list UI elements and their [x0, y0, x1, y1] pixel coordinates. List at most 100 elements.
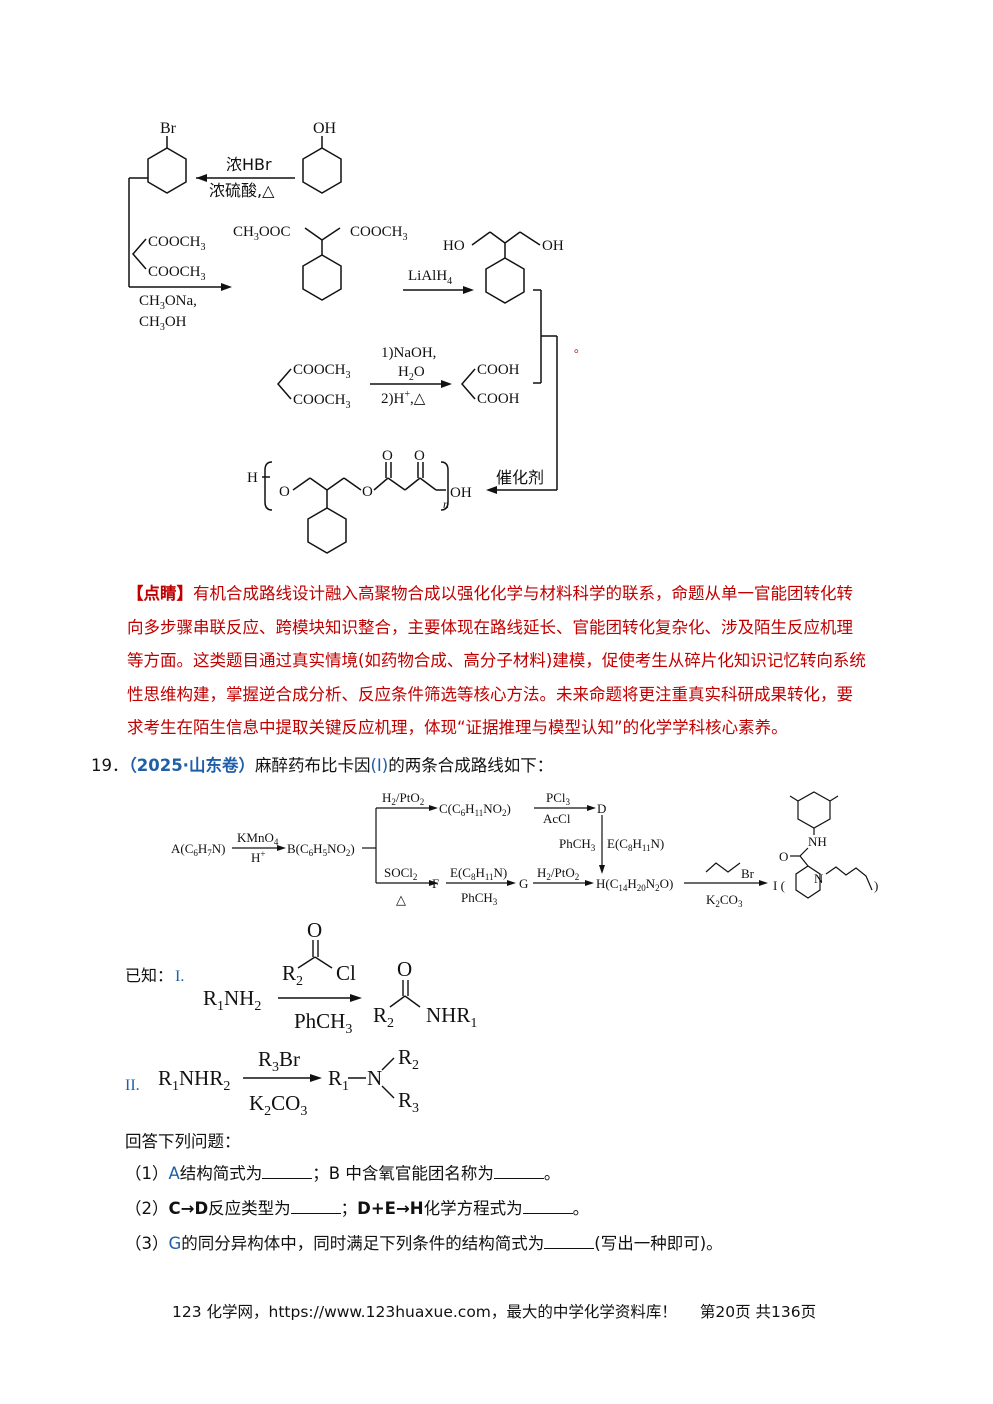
acyl-r2: R	[282, 961, 296, 985]
malonate-bottom: COOCH	[148, 264, 201, 280]
svg-text:H(C14H20N2O): H(C14H20N2O)	[596, 876, 673, 893]
question-1: （1）A结构简式为；B 中含氧官能团名称为。	[125, 1164, 561, 1183]
catalyst-label: 催化剂	[496, 468, 544, 487]
diol-oh: OH	[542, 238, 564, 254]
known-reactions: 已知： I. R1NH2 O Cl R2 PhCH3 O R2 NHR1 II.…	[125, 918, 477, 1119]
hbr-reagent: 浓HBr	[226, 155, 272, 174]
svg-text:R1NH2: R1NH2	[203, 986, 261, 1014]
svg-text:PCl3: PCl3	[546, 790, 571, 807]
k2co3: K	[706, 892, 716, 907]
question-source: （2025·山东卷）	[128, 756, 255, 775]
svg-text:K2CO3: K2CO3	[706, 892, 743, 909]
h2so4-reagent: 浓硫酸,△	[209, 181, 275, 200]
diol-ho: HO	[443, 238, 465, 254]
answer-blank-2[interactable]	[493, 1164, 544, 1179]
compound-a: A(C	[171, 841, 193, 856]
red-dot: 。	[574, 341, 586, 355]
diester-right: COOCH	[350, 224, 403, 240]
compound-f: F	[432, 876, 439, 891]
socl2: SOCl	[384, 865, 413, 880]
base-reagent-1-tail: ONa,	[165, 293, 197, 309]
n-r2: R	[398, 1045, 412, 1069]
amine-n: N	[367, 1066, 382, 1090]
oh-label: OH	[313, 120, 337, 137]
r3br: R	[258, 1047, 272, 1071]
amide-r2: R	[373, 1003, 387, 1027]
r1nhr2: R	[158, 1066, 172, 1090]
i-ring-n: N	[814, 871, 824, 886]
question-2: （2）C→D反应类型为；D+E→H化学方程式为。	[125, 1199, 590, 1218]
svg-text:PhCH3: PhCH3	[559, 836, 596, 853]
footer: 123 化学网，https://www.123huaxue.com，最大的中学化…	[172, 1300, 816, 1322]
svg-text:PhCH3: PhCH3	[294, 1009, 352, 1037]
scheme-2: A(C6H7N) KMnO4 H+ B(C6H5NO2) H2/PtO2 C(C…	[171, 790, 878, 909]
amide-nhr1: NHR	[426, 1003, 470, 1027]
acyl-o: O	[307, 918, 322, 942]
svg-text:R3: R3	[398, 1088, 419, 1116]
svg-text:H+: H+	[251, 849, 265, 865]
svg-text:R2: R2	[282, 961, 303, 989]
phch3: PhCH	[461, 890, 493, 905]
known-label: 已知：	[125, 966, 173, 985]
svg-text:R3Br: R3Br	[258, 1047, 300, 1075]
accl: AcCl	[543, 811, 571, 826]
r1nh2: R	[203, 986, 217, 1010]
compound-i: I (	[773, 878, 785, 893]
polymer-h: H	[247, 470, 258, 486]
compound-i-close: )	[874, 878, 878, 893]
svg-text:H2O: H2O	[398, 364, 425, 383]
svg-text:A(C6H7N): A(C6H7N)	[171, 841, 226, 858]
svg-text:COOCH3: COOCH3	[350, 224, 408, 243]
step-h2o: H	[398, 364, 409, 380]
polymer-o4: O	[414, 448, 425, 464]
known-ii-label: II.	[125, 1077, 140, 1094]
step-acid-tail: ,△	[410, 391, 426, 407]
compound-e-vert: E(C	[607, 836, 628, 851]
comment-line-4: 性思维构建，掌握逆合成分析、反应条件筛选等核心方法。未来命题将更注重真实科研成果…	[127, 684, 853, 704]
step-h2o-tail: O	[414, 364, 425, 380]
known-i-label: I.	[175, 968, 184, 985]
compound-e: E(C	[450, 865, 471, 880]
lialh4-reagent: LiAlH	[408, 268, 447, 284]
comment-block: 【点睛】有机合成路线设计融入高聚物合成以强化化学与材料科学的联系，命题从单一官能…	[127, 577, 917, 745]
malonate2-bottom: COOCH	[293, 392, 346, 408]
compound-b: B(C	[287, 841, 309, 856]
footer-site: 123 化学网，https://www.123huaxue.com，最大的中学化…	[172, 1303, 677, 1321]
k2co3-known: K	[249, 1091, 264, 1115]
n-r1: R	[328, 1066, 342, 1090]
acyl-cl: Cl	[336, 961, 356, 985]
polymer-o3: O	[382, 448, 393, 464]
answer-blank-1[interactable]	[262, 1164, 313, 1179]
svg-text:CH3OOC: CH3OOC	[233, 224, 291, 243]
polymer-o1: O	[279, 484, 290, 500]
svg-text:COOCH3: COOCH3	[148, 234, 206, 253]
br-label: Br	[160, 120, 177, 137]
svg-text:SOCl2: SOCl2	[384, 865, 417, 882]
svg-text:LiAlH4: LiAlH4	[408, 268, 452, 287]
footer-page: 第20页 共136页	[699, 1303, 817, 1321]
question-3: （3）G的同分异构体中，同时满足下列条件的结构简式为(写出一种即可)。	[125, 1234, 723, 1253]
base-reagent-1: CH	[139, 293, 160, 309]
polymer-o2: O	[362, 484, 373, 500]
n-r3: R	[398, 1088, 412, 1112]
polymer-n: n	[443, 497, 449, 511]
polymer-oh: OH	[450, 485, 472, 501]
diester-left-tail: OOC	[259, 224, 291, 240]
compound-h: H(C	[596, 876, 618, 891]
kmno4: KMnO	[237, 830, 274, 845]
svg-text:2)H+,△: 2)H+,△	[381, 389, 426, 407]
answer-blank-4[interactable]	[522, 1199, 573, 1214]
svg-text:KMnO4: KMnO4	[237, 830, 279, 847]
svg-text:COOCH3: COOCH3	[148, 264, 206, 283]
answer-blank-5[interactable]	[544, 1234, 595, 1249]
i-nh: NH	[808, 834, 827, 849]
svg-text:COOCH3: COOCH3	[293, 392, 351, 411]
svg-text:R2: R2	[398, 1045, 419, 1073]
answer-prompt: 回答下列问题：	[125, 1132, 241, 1151]
svg-text:C(C6H11NO2): C(C6H11NO2)	[439, 801, 511, 818]
answer-blank-3[interactable]	[290, 1199, 341, 1214]
svg-text:E(C8H11N): E(C8H11N)	[450, 865, 507, 882]
phch3-known: PhCH	[294, 1009, 345, 1033]
h2pto2-top: H	[382, 790, 391, 805]
butyl-br: Br	[741, 866, 755, 881]
